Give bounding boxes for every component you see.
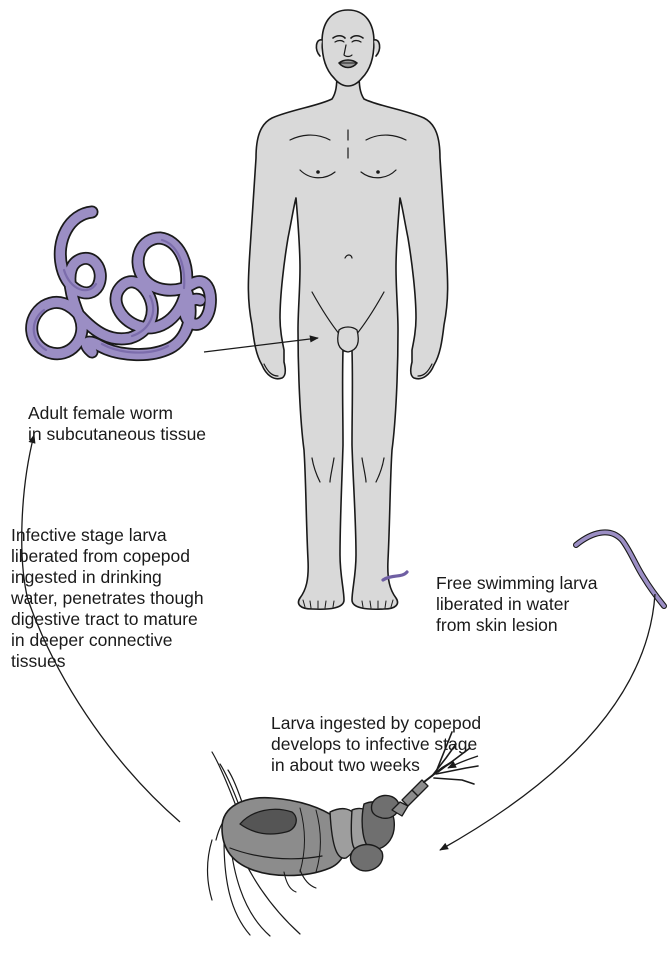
label-adult-female-worm: Adult female worm in subcutaneous tissue: [28, 403, 206, 445]
label-line: in about two weeks: [271, 755, 481, 776]
label-line: in deeper connective: [11, 630, 204, 651]
label-line: Larva ingested by copepod: [271, 713, 481, 734]
label-line: from skin lesion: [436, 615, 597, 636]
label-line: Adult female worm: [28, 403, 206, 424]
label-line: Free swimming larva: [436, 573, 597, 594]
label-line: develops to infective stage: [271, 734, 481, 755]
label-infective-stage-larva: Infective stage larva liberated from cop…: [11, 525, 204, 672]
label-free-swimming-larva: Free swimming larva liberated in water f…: [436, 573, 597, 636]
label-larva-ingested-by-copepod: Larva ingested by copepod develops to in…: [271, 713, 481, 776]
human-figure-icon: [248, 10, 447, 609]
label-line: liberated from copepod: [11, 546, 204, 567]
label-line: water, penetrates though: [11, 588, 204, 609]
label-line: tissues: [11, 651, 204, 672]
label-line: liberated in water: [436, 594, 597, 615]
label-line: digestive tract to mature: [11, 609, 204, 630]
label-line: ingested in drinking: [11, 567, 204, 588]
coiled-worm-icon: [32, 212, 211, 355]
label-line: in subcutaneous tissue: [28, 424, 206, 445]
label-line: Infective stage larva: [11, 525, 204, 546]
